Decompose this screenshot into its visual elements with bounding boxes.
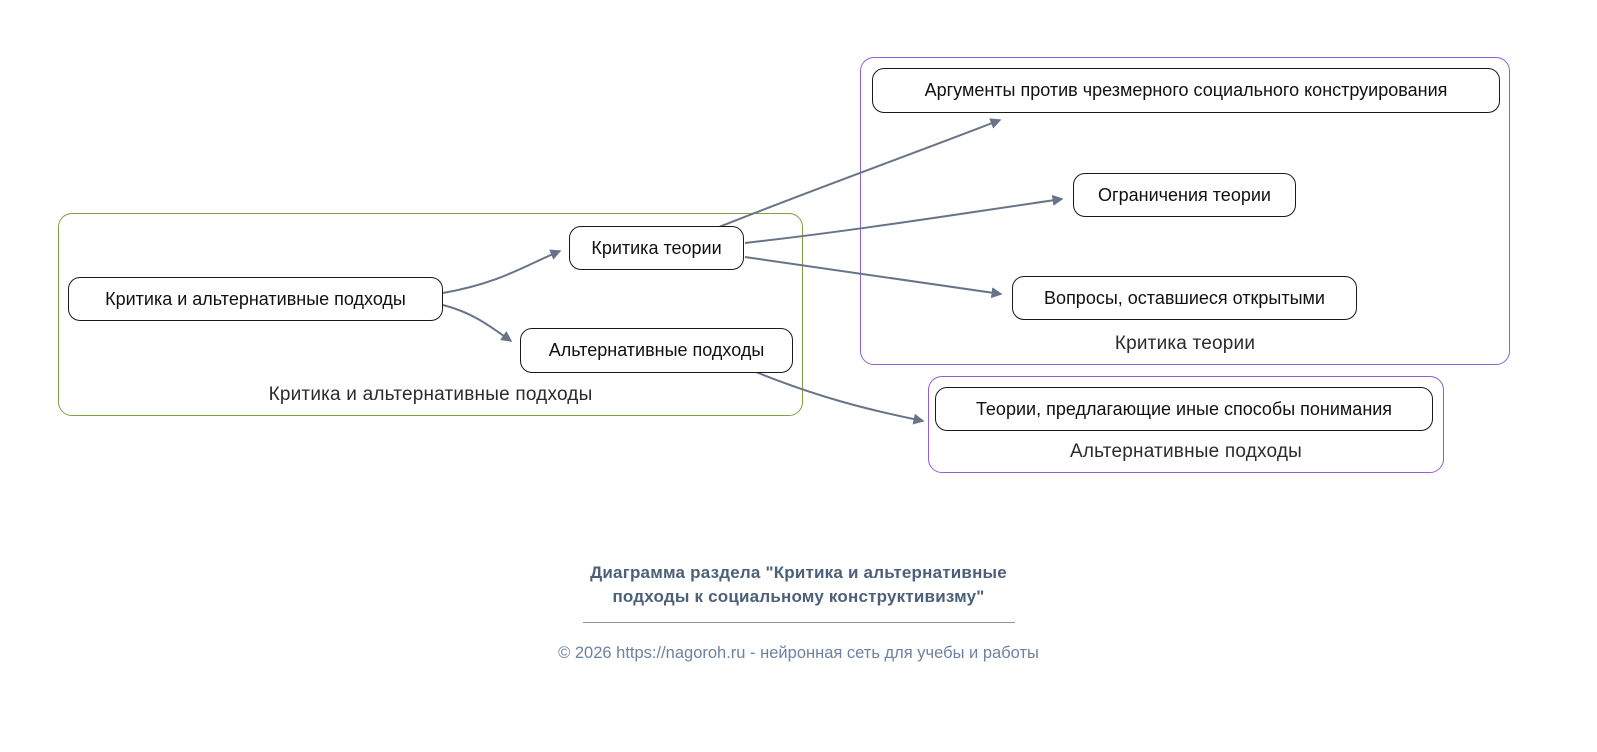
group-label-theory-critique: Критика теории xyxy=(1114,333,1256,354)
footer-title-line2: подходы к социальному конструктивизму" xyxy=(612,587,985,606)
footer-divider xyxy=(582,622,1015,623)
diagram-footer: Диаграмма раздела "Критика и альтернатив… xyxy=(0,561,1597,663)
node-other-theories: Теории, предлагающие иные способы понима… xyxy=(935,387,1433,431)
footer-title: Диаграмма раздела "Критика и альтернатив… xyxy=(0,561,1597,609)
node-open-questions: Вопросы, оставшиеся открытыми xyxy=(1012,276,1357,320)
node-theory-limitations: Ограничения теории xyxy=(1073,173,1296,217)
node-root: Критика и альтернативные подходы xyxy=(68,277,443,321)
node-theory-critique: Критика теории xyxy=(569,226,744,270)
group-label-critique-and-alternatives: Критика и альтернативные подходы xyxy=(268,384,593,405)
group-alternative-approaches: Альтернативные подходы xyxy=(928,376,1444,473)
footer-title-line1: Диаграмма раздела "Критика и альтернатив… xyxy=(590,563,1007,582)
group-critique-and-alternatives: Критика и альтернативные подходы xyxy=(58,213,803,416)
node-arguments-against: Аргументы против чрезмерного социального… xyxy=(872,68,1500,113)
footer-copyright: © 2026 https://nagoroh.ru - нейронная се… xyxy=(558,644,1039,662)
group-label-alternative-approaches: Альтернативные подходы xyxy=(1070,441,1302,462)
node-alternative-approaches: Альтернативные подходы xyxy=(520,328,793,373)
